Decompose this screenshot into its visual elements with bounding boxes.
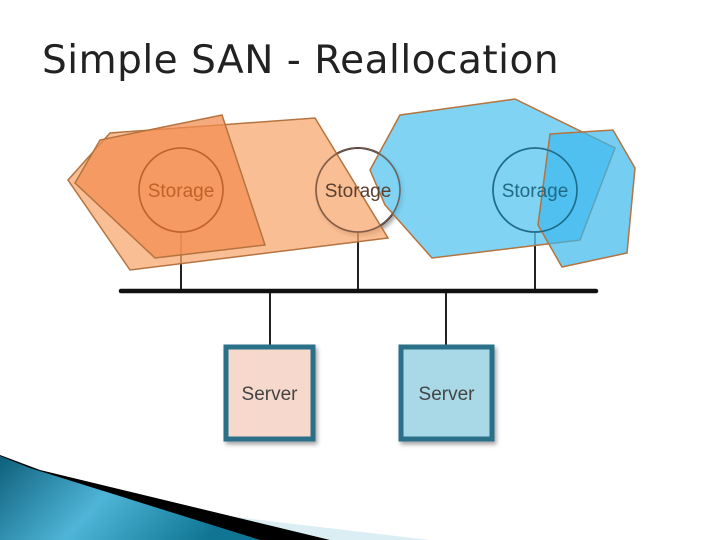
allocation-region-blue-small (537, 129, 636, 268)
storage-label: Storage (325, 181, 392, 202)
storage-outline-3 (492, 147, 578, 233)
storage-outline-1 (138, 147, 224, 233)
server-label: Server (242, 384, 299, 405)
server-label: Server (419, 384, 476, 405)
allocation-region-orange-small (74, 114, 267, 259)
slide-title: Simple SAN - Reallocation (42, 38, 560, 83)
server-2 (398, 344, 495, 442)
storage-label: Storage (148, 181, 215, 202)
storage-outline-2 (315, 147, 401, 233)
decorative-corner (0, 455, 430, 540)
storage-label: Storage (502, 181, 569, 202)
server-1 (223, 344, 316, 442)
